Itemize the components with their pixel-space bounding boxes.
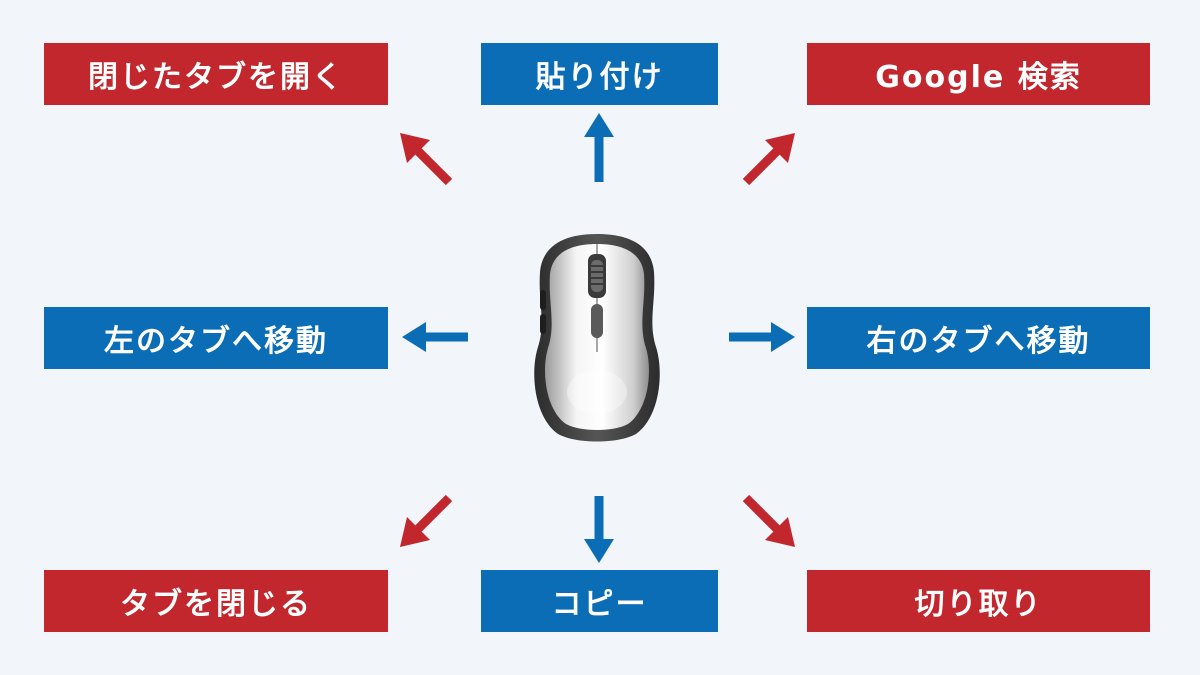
- gesture-label-right: 右のタブへ移動: [807, 307, 1150, 369]
- gesture-label-up-right: Google 検索: [807, 43, 1150, 105]
- computer-mouse-icon: [528, 232, 666, 442]
- gesture-label-down-left: タブを閉じる: [44, 570, 388, 632]
- arrow-up-icon: [584, 113, 614, 182]
- arrow-right-icon: [729, 322, 795, 352]
- arrow-left-icon: [402, 322, 468, 352]
- gesture-label-down-right: 切り取り: [807, 570, 1150, 632]
- arrow-up-left-icon: [400, 133, 453, 186]
- arrow-up-right-icon: [742, 133, 795, 186]
- gesture-label-down: コピー: [481, 570, 718, 632]
- gesture-label-up-left: 閉じたタブを開く: [44, 43, 388, 105]
- gesture-label-left: 左のタブへ移動: [44, 307, 388, 369]
- arrow-down-left-icon: [400, 494, 453, 547]
- arrow-down-right-icon: [742, 494, 795, 547]
- arrow-down-icon: [584, 496, 614, 563]
- gesture-label-up: 貼り付け: [481, 43, 718, 105]
